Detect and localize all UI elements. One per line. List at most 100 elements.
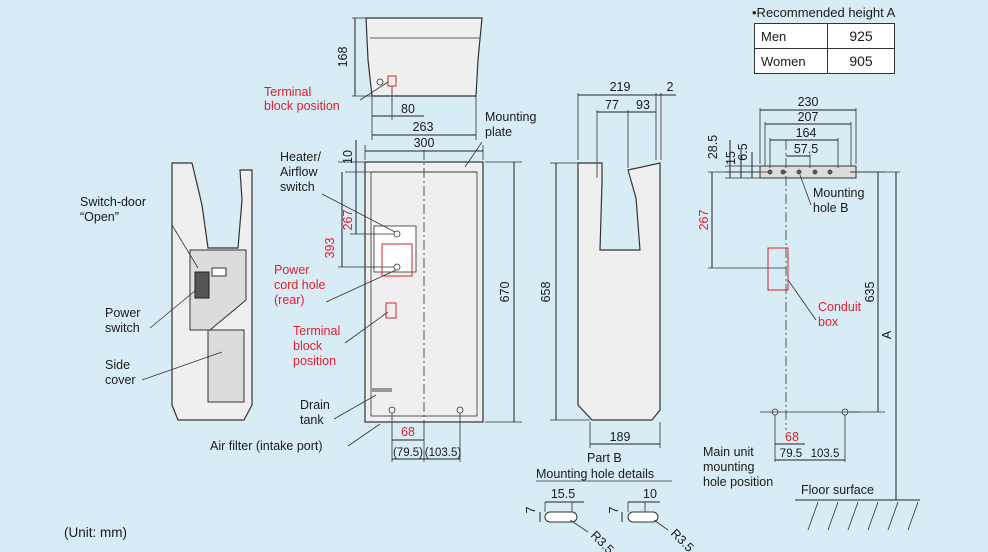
unit-label: (Unit: mm) [64, 525, 127, 540]
dim-658: 658 [539, 282, 553, 303]
dim-393: 393 [323, 238, 337, 259]
dim-207: 207 [798, 110, 819, 124]
leader [333, 394, 377, 420]
side-left-panel [189, 249, 247, 331]
power-cord-label-2: cord hole [274, 278, 325, 292]
dim-93: 93 [636, 98, 650, 112]
floor-hatch [807, 501, 919, 531]
power-cord-label-1: Power [274, 263, 309, 277]
table-row: Men 925 [754, 23, 895, 49]
dim-164: 164 [796, 126, 817, 140]
main-unit-label-1: Main unit [703, 445, 754, 459]
leader [359, 81, 389, 101]
leader [321, 193, 396, 233]
drain-tank-label-2: tank [300, 413, 324, 427]
keyhole-slot-2 [627, 511, 659, 523]
drain-tank-label-1: Drain [300, 398, 330, 412]
dim-28-5: 28.5 [706, 135, 720, 159]
main-unit-label-3: hole position [703, 475, 773, 489]
keyhole-slot-1 [544, 511, 578, 523]
terminal-front-label-3: position [293, 354, 336, 368]
terminal-front-label-1: Terminal [293, 324, 340, 338]
dim-77: 77 [605, 98, 619, 112]
dim-a: A [880, 330, 894, 339]
leader [787, 279, 817, 321]
mounting-hole [780, 169, 786, 175]
mounting-hole-b-label-2: hole B [813, 201, 848, 215]
mounting-hole-details-title: Mounting hole details [536, 467, 654, 481]
front-view: 300 10 267 393 670 68 (79.5) (103.5) [323, 136, 522, 462]
row-value-women: 905 [827, 48, 895, 74]
mounting-hole [796, 169, 802, 175]
mounting-hole [812, 169, 818, 175]
table-row: Women 905 [754, 48, 895, 74]
drain-slot [372, 388, 392, 392]
top-view: 168 80 263 Terminal block position [264, 17, 483, 140]
leader [344, 311, 389, 344]
dim-219: 219 [610, 80, 631, 94]
side-view-left [171, 162, 253, 421]
switch-door-label-1: Switch-door [80, 195, 146, 209]
recommended-height-table: Men 925 Women 905 [754, 23, 895, 74]
power-switch-block [194, 271, 210, 299]
leader [171, 224, 199, 269]
dim-230: 230 [798, 95, 819, 109]
side-right-body [577, 162, 661, 421]
mounting-hole-details: Part B Mounting hole details 15.5 7 R3.5… [524, 451, 696, 552]
side-cover-label-2: cover [105, 373, 136, 387]
leader [799, 174, 812, 206]
top-view-hole [376, 78, 384, 86]
power-switch-label-1: Power [105, 306, 140, 320]
leader [653, 519, 669, 531]
leader [325, 269, 397, 303]
terminal-block-box-front [385, 302, 397, 319]
mounting-hole-b-label-1: Mounting [813, 186, 864, 200]
recommended-height-caption: •Recommended height A [752, 5, 896, 20]
leader [149, 289, 197, 329]
conduit-box-label-2: box [818, 315, 839, 329]
leader [347, 423, 381, 447]
dim-189: 189 [610, 430, 631, 444]
mounting-hole [827, 169, 833, 175]
side-view-right: 219 2 77 93 658 189 [539, 80, 676, 448]
power-cord-label-3: (rear) [274, 293, 305, 307]
heater-switch-label-3: switch [280, 180, 315, 194]
mounting-plate-label-2: plate [485, 125, 512, 139]
conduit-box [767, 247, 789, 291]
dim-7b: 7 [607, 506, 621, 513]
switch-door [211, 267, 227, 277]
dim-2: 2 [667, 80, 674, 94]
dim-10: 10 [643, 487, 657, 501]
dim-263: 263 [413, 120, 434, 134]
dim-103-5-wall: 103.5 [811, 448, 840, 460]
part-b-label: Part B [587, 451, 622, 465]
dim-670: 670 [498, 282, 512, 303]
dim-267-wall: 267 [697, 210, 711, 231]
dim-68-wall: 68 [785, 430, 799, 444]
main-unit-label-2: mounting [703, 460, 754, 474]
side-cover-label-1: Side [105, 358, 130, 372]
dim-168: 168 [336, 47, 350, 68]
leader [141, 351, 223, 381]
power-cord-hole-box [381, 243, 413, 277]
terminal-block-top-label-1: Terminal [264, 85, 311, 99]
dim-r3-5a: R3.5 [588, 528, 617, 552]
air-filter-label: Air filter (intake port) [210, 439, 323, 453]
heater-switch-label-2: Airflow [280, 165, 318, 179]
leader [464, 141, 483, 168]
dim-635: 635 [863, 282, 877, 303]
power-switch-label-2: switch [105, 321, 140, 335]
mounting-plate-bar [759, 165, 857, 179]
dim-80: 80 [401, 102, 415, 116]
switch-door-label-2: “Open” [80, 210, 119, 224]
dim-10: 10 [341, 150, 355, 164]
dim-15-5: 15.5 [551, 487, 575, 501]
dim-15: 15 [724, 151, 738, 165]
dim-79-5-front: (79.5) [393, 447, 423, 459]
side-cover [207, 329, 245, 403]
dim-79-5-wall: 79.5 [780, 448, 802, 460]
dim-7a: 7 [524, 506, 538, 513]
row-label-women: Women [754, 48, 828, 74]
leader [569, 519, 589, 533]
